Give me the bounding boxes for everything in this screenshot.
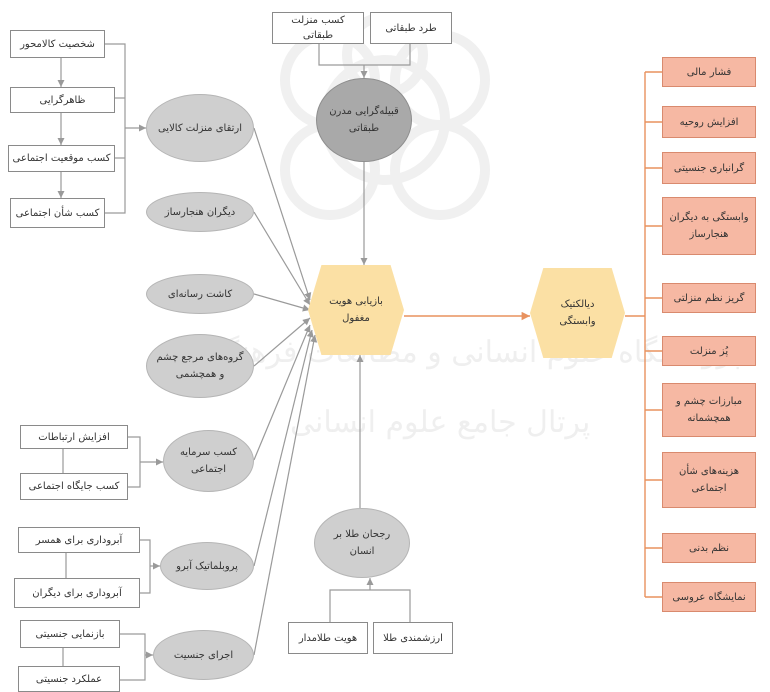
hex-dependency-dialectic: دیالکتیک وابستگی	[530, 268, 625, 358]
result-financial-pressure: فشار مالی	[662, 57, 756, 87]
result-status-showoff: پُز منزلت	[662, 336, 756, 366]
result-gender-burden: گرانباری جنسیتی	[662, 152, 756, 184]
watermark-text-2: پرتال جامع علوم انسانی	[290, 405, 591, 440]
box-increase-communication: افزایش ارتباطات	[20, 425, 128, 449]
box-social-dignity: کسب شأن اجتماعی	[10, 198, 105, 228]
result-dependency-others: وابستگی به دیگران هنجارساز	[662, 197, 756, 255]
box-honor-spouse: آبروداری برای همسر	[18, 527, 140, 553]
oval-norm-others: دیگران هنجارساز	[146, 192, 254, 232]
watermark-text-1: پژوهشگاه علوم انسانی و مطالعات فرهنگی	[200, 335, 742, 370]
oval-media-cultivation: کاشت رسانه‌ای	[146, 274, 254, 314]
box-appearance: ظاهرگرایی	[10, 87, 115, 113]
box-social-position: کسب موقعیت اجتماعی	[8, 145, 115, 172]
result-rivalry-struggles: مبارزات چشم و همچشمانه	[662, 383, 756, 437]
box-gold-identity: هویت طلامدار	[288, 622, 368, 654]
box-class-status: کسب منزلت طبقاتی	[272, 12, 364, 44]
oval-gender-performance: اجرای جنسیت	[153, 630, 254, 680]
oval-reference-groups: گروه‌های مرجع چشم و همچشمی	[146, 334, 254, 398]
result-status-order-escape: گریز نظم منزلتی	[662, 283, 756, 313]
hex-identity-recovery: بازیابی هویت مغفول	[308, 265, 404, 355]
oval-honor-problematic: پروبلماتیک آبرو	[160, 542, 254, 590]
box-gender-representation: بازنمایی جنسیتی	[20, 620, 120, 648]
result-wedding-exhibition: نمایشگاه عروسی	[662, 582, 756, 612]
box-class-exclusion: طرد طبقاتی	[370, 12, 452, 44]
oval-social-capital: کسب سرمایه اجتماعی	[163, 430, 254, 492]
result-dignity-costs: هزینه‌های شأن اجتماعی	[662, 452, 756, 508]
box-social-place: کسب جایگاه اجتماعی	[20, 473, 128, 500]
oval-modern-tribalism: قبیله‌گرایی مدرن طبقاتی	[316, 78, 412, 162]
box-gold-value: ارزشمندی طلا	[373, 622, 453, 654]
box-honor-others: آبروداری برای دیگران	[14, 578, 140, 608]
box-commodity-personality: شخصیت کالامحور	[10, 30, 105, 58]
box-gender-function: عملکرد جنسیتی	[18, 666, 120, 692]
oval-gold-over-human: رجحان طلا بر انسان	[314, 508, 410, 578]
result-morale-increase: افزایش روحیه	[662, 106, 756, 138]
result-body-discipline: نظم بدنی	[662, 533, 756, 563]
oval-commodity-status: ارتقای منزلت کالایی	[146, 94, 254, 162]
